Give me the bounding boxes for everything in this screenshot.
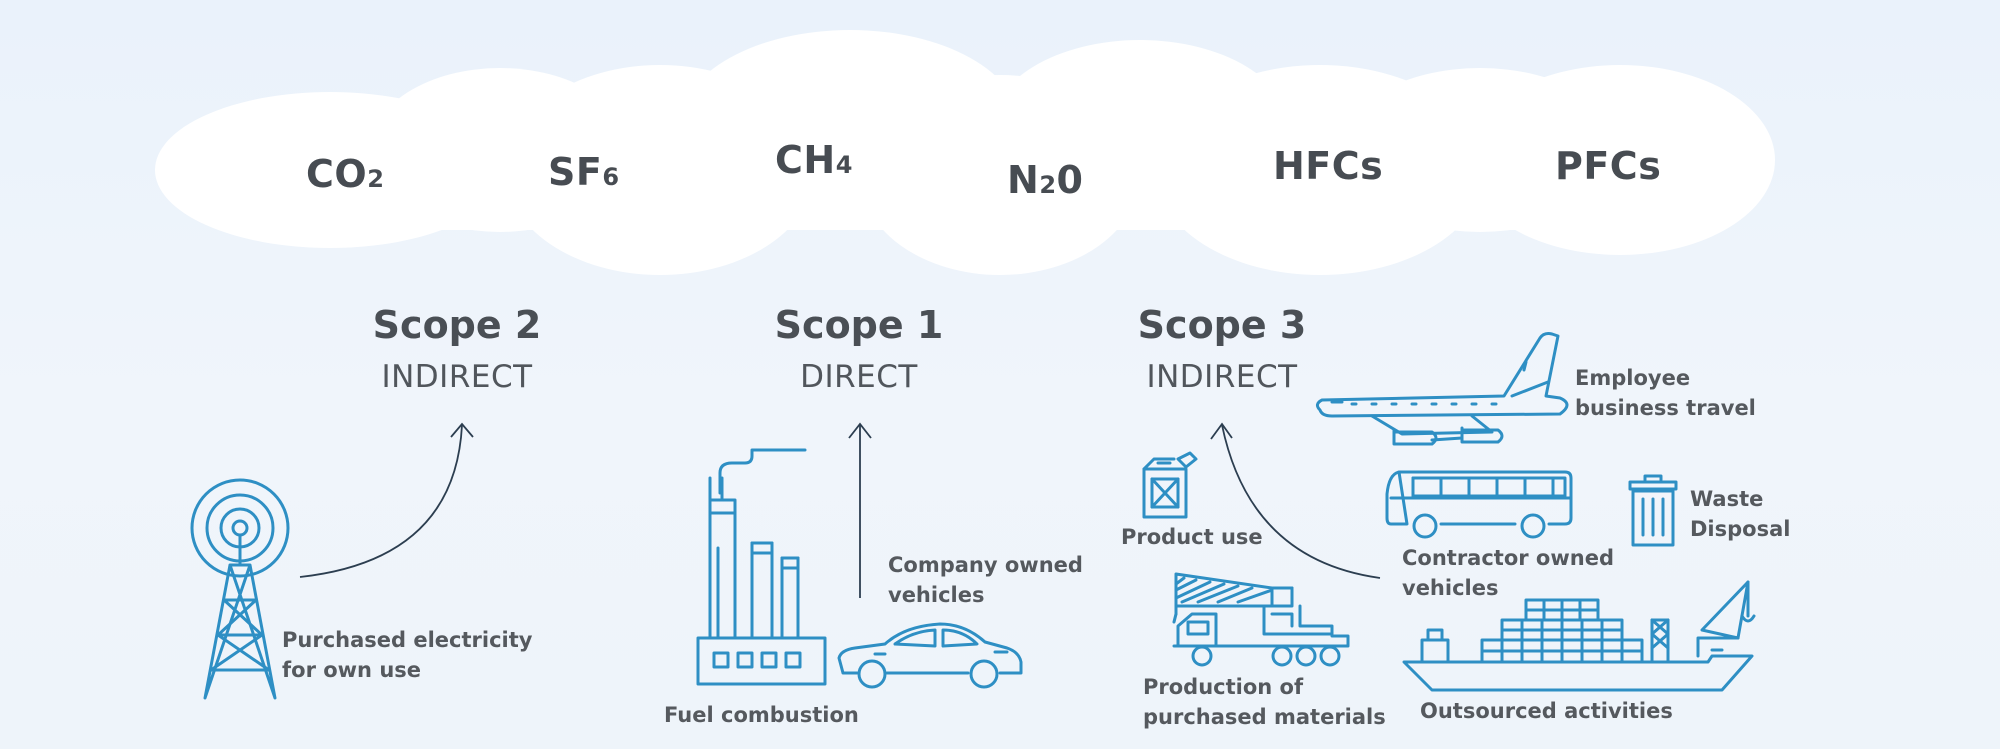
- label-product-use: Product use: [1121, 525, 1263, 549]
- car-icon: [837, 622, 1023, 689]
- fuel-can-icon: [1142, 451, 1198, 519]
- trash-bin-icon: [1628, 474, 1678, 547]
- gas-ch4: CH4: [775, 138, 853, 182]
- gas-n2o: N20: [1007, 158, 1084, 202]
- gas-co2: CO2: [306, 152, 385, 196]
- label-fuel-combustion: Fuel combustion: [664, 703, 859, 727]
- bus-icon: [1385, 470, 1573, 539]
- scope3-type: INDIRECT: [1146, 359, 1298, 395]
- radio-tower-icon: [190, 478, 290, 700]
- airplane-icon: [1315, 332, 1569, 446]
- scope1-type: DIRECT: [800, 359, 918, 395]
- gas-pfcs: PFCs: [1555, 144, 1662, 188]
- arrowhead-scope1: [848, 422, 872, 439]
- crane-truck-icon: [1172, 572, 1350, 667]
- arrowhead-scope3: [1210, 422, 1233, 440]
- arrowhead-scope2: [450, 422, 474, 438]
- arrow-scope3: [1221, 424, 1381, 579]
- factory-icon: [696, 448, 827, 686]
- scope2-type: INDIRECT: [381, 359, 533, 395]
- scope3-title: Scope 3: [1137, 303, 1307, 347]
- scope2-title: Scope 2: [372, 303, 542, 347]
- gas-hfcs: HFCs: [1273, 144, 1384, 188]
- cargo-ship-icon: [1402, 580, 1756, 692]
- gas-sf6: SF6: [548, 150, 620, 194]
- arrow-scope2: [299, 424, 463, 578]
- label-outsourced-activities: Outsourced activities: [1420, 699, 1673, 723]
- scope1-title: Scope 1: [774, 303, 944, 347]
